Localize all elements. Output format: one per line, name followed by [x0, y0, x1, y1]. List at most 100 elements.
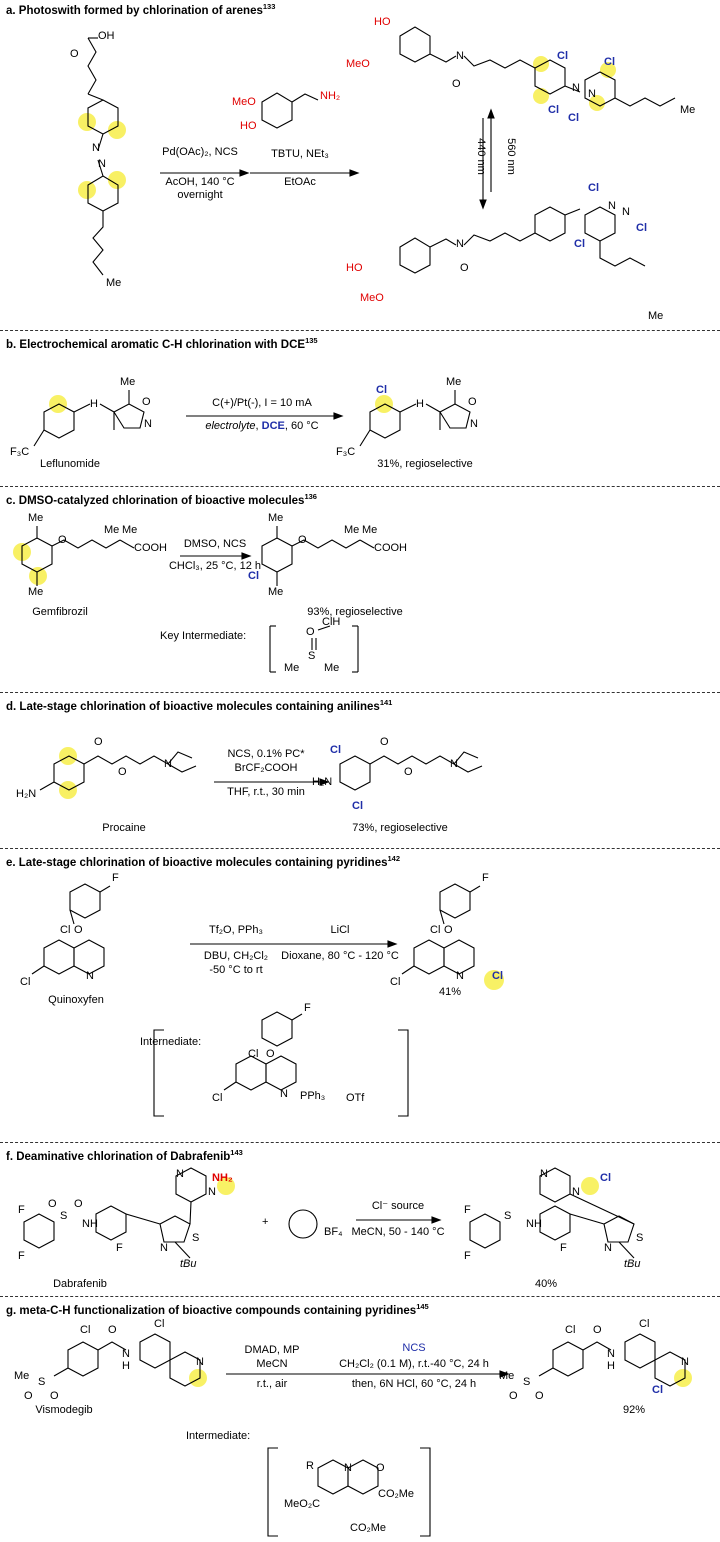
g-cl-2: Cl — [154, 1318, 165, 1330]
a-bot-cl-3: Cl — [574, 238, 585, 250]
f-s-3: S — [504, 1210, 512, 1222]
vismodegib-name: Vismodegib — [35, 1404, 93, 1416]
e-conditions-1: Tf₂O, PPh₃ — [209, 924, 263, 936]
reaction-arrow-f — [356, 1216, 442, 1224]
section-a-ref: 133 — [262, 2, 276, 11]
a-wavelength-560: 560 nm — [504, 138, 517, 175]
c-int-me-2: Me — [324, 662, 340, 674]
section-d-title-text: d. Late-stage chlorination of bioactive … — [6, 700, 380, 713]
e-f-2: F — [482, 872, 489, 884]
a-top-cl-1: Cl — [557, 50, 568, 62]
c-cooh-2: COOH — [374, 542, 407, 554]
g-conditions-4: NCS — [402, 1342, 426, 1354]
e-f-1: F — [112, 872, 119, 884]
quinoxyfen-structures — [31, 883, 481, 1117]
d-h2n-2: H₂N — [312, 776, 333, 788]
g-o-1: O — [108, 1324, 117, 1336]
a-bot-ho: HO — [346, 262, 363, 274]
a-bot-n-2: N — [622, 206, 630, 218]
section-f-title: f. Deaminative chlorination of Dabrafeni… — [6, 1148, 243, 1163]
section-d-ref: 141 — [379, 698, 393, 707]
e-int-cl-2: Cl — [212, 1092, 223, 1104]
a-n-label-1: N — [92, 142, 100, 154]
f-nh-1: NH — [82, 1218, 98, 1230]
f-plus: + — [262, 1216, 269, 1228]
divider-2 — [0, 486, 720, 487]
section-a-title: a. Photoswith formed by chlorination of … — [6, 2, 275, 17]
reaction-arrow-b — [186, 412, 344, 420]
c-me-5: Me — [268, 512, 284, 524]
c-key-intermediate: Key Intermediate: — [160, 630, 247, 642]
b-f3c-left: F₃C — [10, 446, 30, 458]
b-yield: 31%, regioselective — [377, 458, 473, 470]
b-n-right: N — [470, 418, 478, 430]
g-int-co2me-1: CO₂Me — [378, 1488, 415, 1500]
e-n-1: N — [86, 970, 94, 982]
f-f-3: F — [116, 1242, 123, 1254]
b-cl-product: Cl — [376, 384, 387, 396]
g-n-2: N — [196, 1356, 204, 1368]
highlight-circle-e — [484, 970, 504, 990]
section-d-drawing — [39, 747, 483, 799]
a-wavelength-440: 440 nm — [474, 138, 487, 175]
f-conditions: MeCN, 50 - 140 °C — [351, 1226, 445, 1238]
g-cl-3: Cl — [565, 1324, 576, 1336]
f-s-4: S — [636, 1232, 644, 1244]
f-n-1: N — [160, 1242, 168, 1254]
a-oh-label: OH — [98, 30, 115, 42]
a-top-me: Me — [680, 104, 696, 116]
f-f-1: F — [18, 1204, 25, 1216]
f-o-1: O — [48, 1198, 57, 1210]
f-bf4: BF₄ — [324, 1226, 343, 1238]
a-bot-meo: MeO — [360, 292, 384, 304]
a-bot-n-1: N — [608, 200, 616, 212]
e-int-n: N — [280, 1088, 288, 1100]
c-o-1: O — [58, 534, 67, 546]
g-n-3: N — [607, 1348, 615, 1360]
e-n-2: N — [456, 970, 464, 982]
c-me-8: Me — [362, 524, 378, 536]
leflunomide-structures — [33, 390, 471, 447]
f-f-4: F — [464, 1204, 471, 1216]
g-conditions-1: DMAD, MP — [244, 1344, 300, 1356]
section-b: b. Electrochemical aromatic C-H chlorina… — [0, 334, 720, 486]
c-cooh-1: COOH — [134, 542, 167, 554]
a-bot-cl-1: Cl — [588, 182, 599, 194]
g-intermediate-label: Intermediate: — [186, 1430, 251, 1442]
f-n-4: N — [604, 1242, 612, 1254]
section-f-drawing — [23, 1167, 635, 1259]
gemfibrozil-name: Gemfibrozil — [32, 606, 88, 618]
a-top-o: O — [452, 78, 461, 90]
a-bot-me: Me — [648, 310, 664, 322]
g-int-o: O — [376, 1462, 385, 1474]
f-reagent: Cl⁻ source — [372, 1200, 424, 1213]
e-intermediate-label: Internediate: — [140, 1036, 202, 1048]
g-s-1: S — [38, 1376, 46, 1388]
e-cl-1: Cl — [60, 924, 71, 936]
f-o-2: O — [74, 1198, 83, 1210]
section-b-drawing — [33, 390, 471, 447]
g-conditions-6: then, 6N HCl, 60 °C, 24 h — [351, 1378, 477, 1390]
a-top-n-1: N — [572, 82, 580, 94]
e-conditions-3: -50 °C to rt — [209, 964, 263, 976]
a-top-n-2: N — [588, 88, 596, 100]
e-int-cl-1: Cl — [248, 1048, 259, 1060]
f-reagent-text: Cl⁻ source — [371, 1200, 425, 1212]
vanillylamine-meo: MeO — [232, 96, 256, 108]
c-cl-product: Cl — [248, 570, 259, 582]
b-electrolyte: electrolyte — [205, 420, 256, 432]
c-o-2: O — [298, 534, 307, 546]
section-e-title-text: e. Late-stage chlorination of bioactive … — [6, 856, 388, 869]
g-int-r: R — [306, 1460, 314, 1472]
section-c-drawing — [13, 526, 375, 673]
g-yield: 92% — [622, 1404, 646, 1416]
c-int-o: O — [306, 626, 315, 638]
procaine-name: Procaine — [102, 822, 146, 834]
e-int-f: F — [304, 1002, 311, 1014]
f-s-2: S — [192, 1232, 200, 1244]
a-n-label-2: N — [98, 158, 106, 170]
section-a: a. Photoswith formed by chlorination of … — [0, 0, 720, 330]
g-int-meo2c: MeO₂C — [284, 1498, 321, 1510]
b-me-left: Me — [120, 376, 136, 388]
divider-6 — [0, 1296, 720, 1297]
